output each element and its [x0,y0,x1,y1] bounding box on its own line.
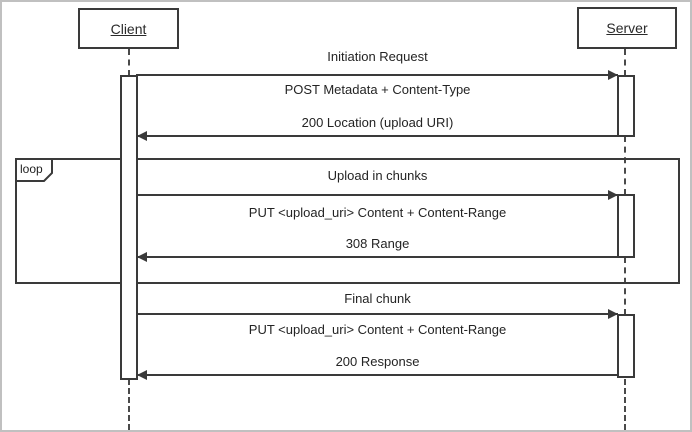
loop-operator-label: loop [20,162,43,176]
server-lifeline-segment [624,49,626,76]
arrowhead-left-icon [137,370,147,380]
response-message-label: 200 Location (upload URI) [301,115,454,130]
request-message-line [136,313,618,315]
arrowhead-right-icon [608,309,618,319]
request-message-label: PUT <upload_uri> Content + Content-Range [248,205,507,220]
server-activation-bar [617,194,635,258]
response-message-line [136,135,618,137]
server-activation-bar [617,75,635,137]
request-message-label: PUT <upload_uri> Content + Content-Range [248,322,507,337]
loop-operator-tab [15,158,53,182]
request-message-line [136,74,618,76]
message-title: Upload in chunks [327,168,428,183]
actor-server-label: Server [606,20,648,36]
request-message-label: POST Metadata + Content-Type [284,82,471,97]
request-message-line [136,194,618,196]
client-lifeline-segment [128,49,130,76]
actor-client-label: Client [110,20,147,37]
server-activation-bar [617,314,635,378]
arrowhead-left-icon [137,252,147,262]
message-title: Final chunk [344,291,411,306]
client-lifeline-segment [128,379,130,430]
actor-client: Client [78,8,179,49]
message-title: Initiation Request [327,49,428,64]
actor-server: Server [577,7,677,49]
response-message-line [136,256,618,258]
response-message-label: 200 Response [335,354,420,369]
server-lifeline-segment [624,136,626,195]
arrowhead-right-icon [608,70,618,80]
loop-fragment-frame [15,158,680,284]
server-lifeline-segment [624,257,626,315]
response-message-line [136,374,618,376]
arrowhead-right-icon [608,190,618,200]
server-lifeline-segment [624,379,626,430]
client-activation-bar [120,75,138,380]
arrowhead-left-icon [137,131,147,141]
response-message-label: 308 Range [345,236,410,251]
